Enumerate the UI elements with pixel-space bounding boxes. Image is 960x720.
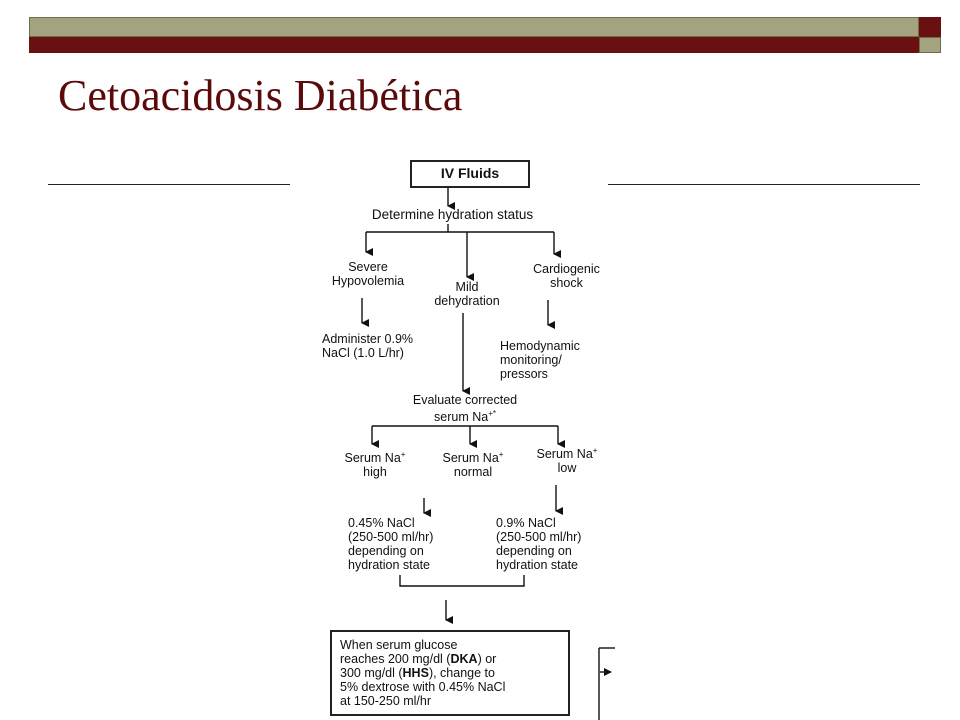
- title-underline-right: [608, 184, 920, 185]
- glucose-switch-label: When serum glucose reaches 200 mg/dl (DK…: [340, 638, 506, 708]
- iv-fluids-label: IV Fluids: [440, 165, 500, 181]
- slide-title: Cetoacidosis Diabética: [58, 71, 463, 120]
- header-corner-square-red: [919, 17, 941, 37]
- na-normal-label: Serum Na+normal: [442, 450, 504, 480]
- header-corner-square-olive: [919, 37, 941, 53]
- iv-fluids-flowchart: IV Fluids Determine hydration status Sev…: [300, 150, 615, 720]
- header-maroon-band: [29, 37, 919, 53]
- glucose-switch-box: [330, 630, 570, 716]
- slide-header-bar: [29, 17, 941, 53]
- administer-nacl-label: Administer 0.9%NaCl (1.0 L/hr): [322, 332, 414, 360]
- na-low-label: Serum Na+low: [536, 446, 598, 476]
- determine-hydration-label: Determine hydration status: [371, 207, 534, 222]
- header-olive-band: [29, 17, 919, 37]
- title-underline-left: [48, 184, 290, 185]
- flowchart-connectors: [361, 188, 615, 720]
- iv-fluids-box: [410, 160, 530, 188]
- join-bracket: [399, 575, 525, 587]
- na-high-label: Serum Na+high: [344, 450, 406, 480]
